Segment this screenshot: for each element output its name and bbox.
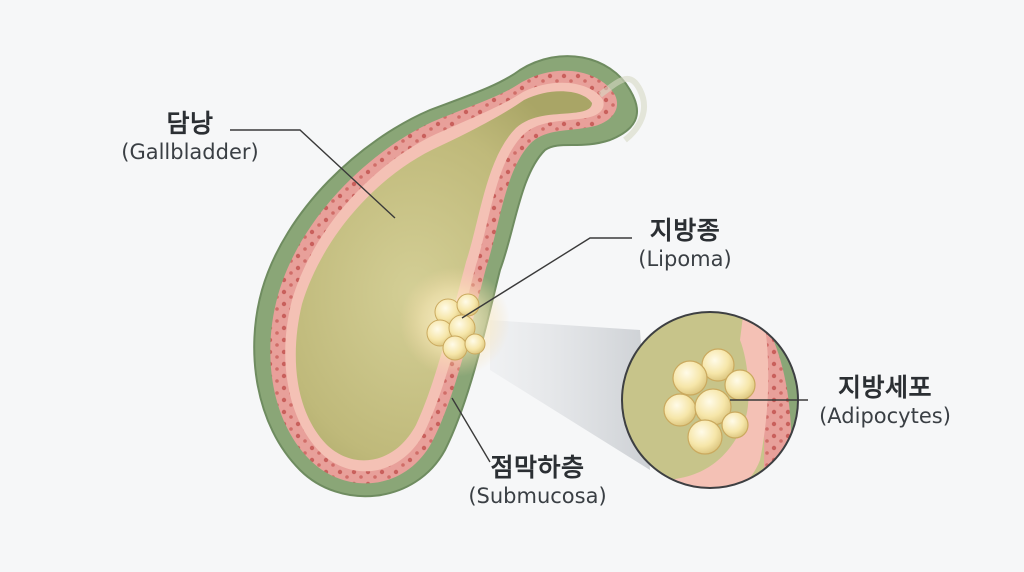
leader-lipoma: [461, 237, 632, 319]
label-gallbladder-english: (Gallbladder): [121, 140, 259, 165]
label-adipocytes: 지방세포 (Adipocytes): [800, 372, 970, 430]
label-lipoma: 지방종 (Lipoma): [610, 215, 760, 273]
magnified-inset: [621, 311, 799, 489]
label-adipocytes-korean: 지방세포: [837, 373, 932, 402]
label-lipoma-english: (Lipoma): [638, 247, 732, 272]
label-adipocytes-english: (Adipocytes): [819, 404, 951, 429]
zoom-beam: [490, 320, 650, 470]
label-gallbladder-korean: 담낭: [166, 109, 214, 138]
leader-submucosa: [451, 397, 491, 463]
label-submucosa-english: (Submucosa): [468, 484, 607, 509]
label-lipoma-korean: 지방종: [649, 216, 721, 245]
label-submucosa: 점막하층 (Submucosa): [445, 452, 630, 510]
leader-lines: [230, 129, 808, 463]
cystic-duct: [598, 75, 647, 143]
label-gallbladder: 담낭 (Gallbladder): [100, 108, 280, 166]
label-submucosa-korean: 점막하층: [490, 453, 585, 482]
leader-gallbladder: [230, 129, 396, 219]
